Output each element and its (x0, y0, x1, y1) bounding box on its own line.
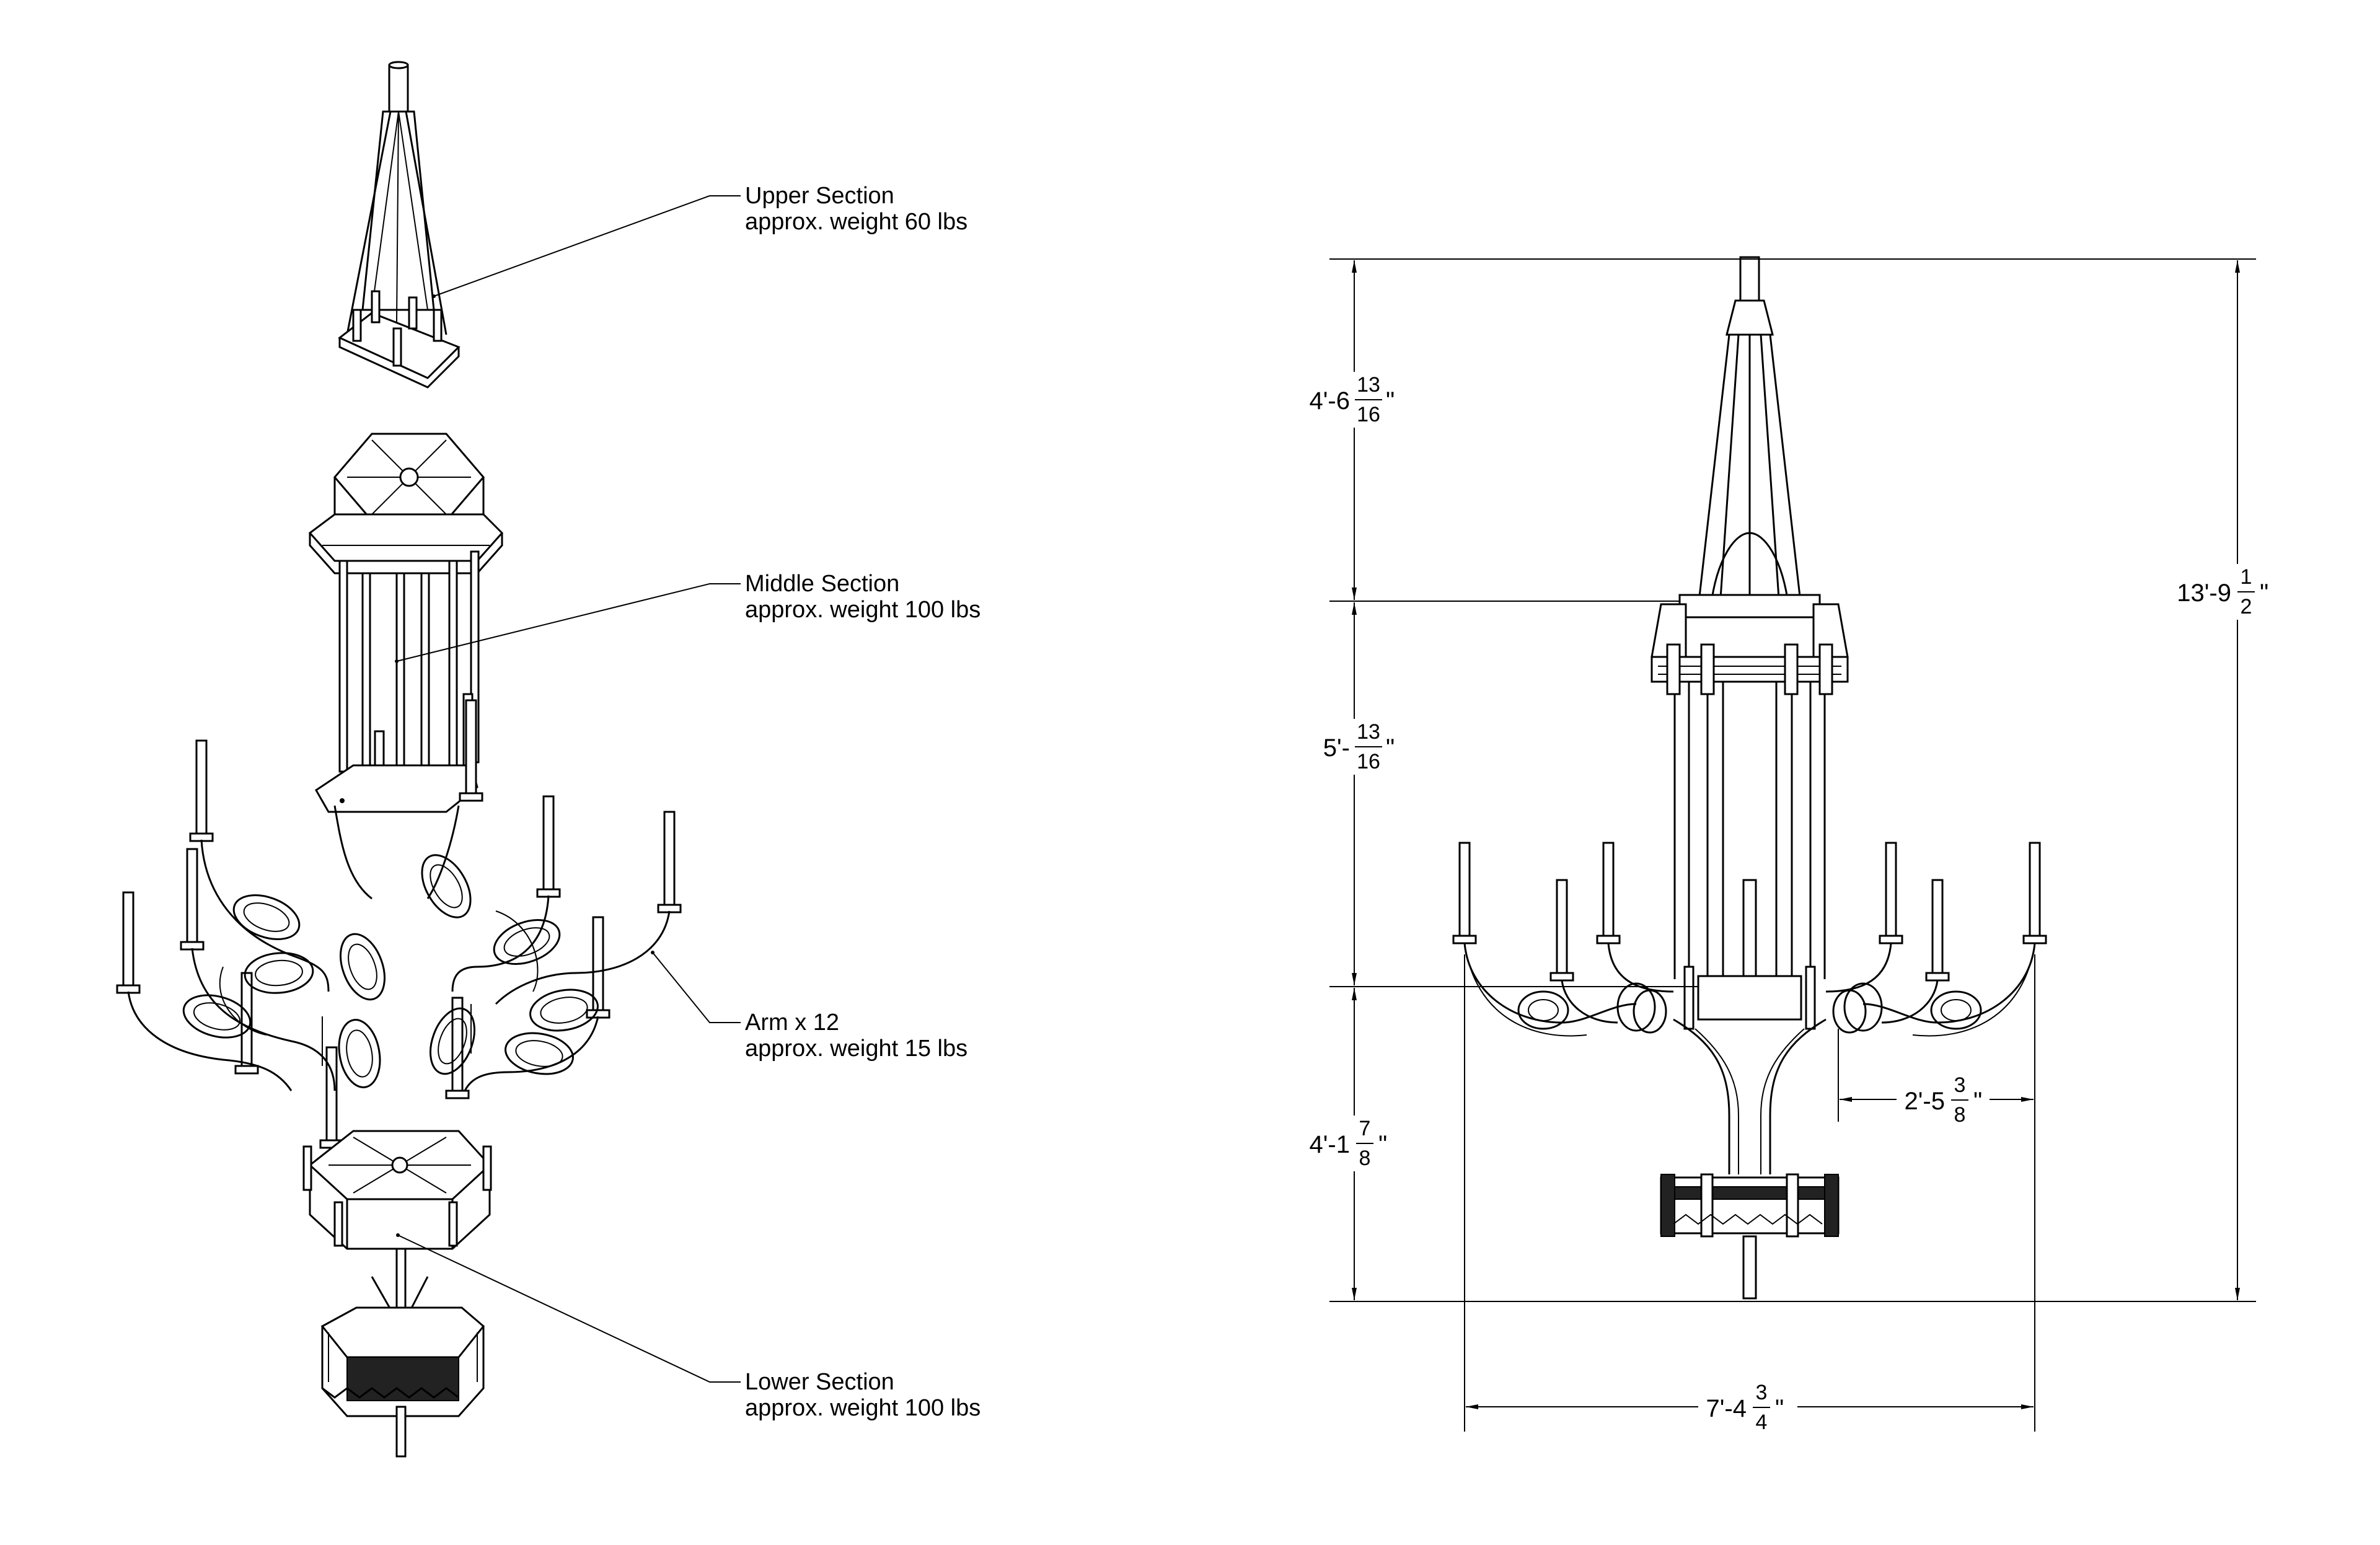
svg-text:4'-1: 4'-1 (1310, 1131, 1350, 1158)
svg-text:3: 3 (1756, 1381, 1768, 1404)
svg-text:7'-4: 7'-4 (1706, 1395, 1747, 1422)
dim-arm-reach: 2'-5 3 8 " (1897, 1073, 1990, 1128)
upper-section-drawing (338, 61, 461, 389)
svg-text:4'-6: 4'-6 (1310, 387, 1350, 415)
svg-text:16: 16 (1357, 403, 1380, 426)
svg-text:7: 7 (1359, 1117, 1371, 1140)
svg-text:2'-5: 2'-5 (1905, 1088, 1945, 1115)
callout-lower-section: Lower Section approx. weight 100 lbs (745, 1369, 981, 1421)
dim-total-width: 7'-4 3 4 " (1698, 1381, 1797, 1438)
arms-drawing (116, 699, 682, 1149)
svg-text:1: 1 (2241, 565, 2252, 589)
svg-text:2: 2 (2241, 595, 2252, 618)
svg-text:": " (2260, 579, 2268, 607)
middle-section-weight: approx. weight 100 lbs (745, 597, 981, 623)
svg-text:8: 8 (1359, 1147, 1371, 1170)
upper-section-weight: approx. weight 60 lbs (745, 209, 967, 235)
callout-arm: Arm x 12 approx. weight 15 lbs (745, 1010, 967, 1062)
svg-text:4: 4 (1756, 1411, 1768, 1434)
svg-text:": " (1973, 1088, 1982, 1115)
svg-text:": " (1386, 387, 1395, 415)
callout-upper-section: Upper Section approx. weight 60 lbs (745, 183, 967, 235)
middle-section-label: Middle Section (745, 571, 899, 597)
svg-text:13: 13 (1357, 720, 1380, 744)
svg-text:13'-9: 13'-9 (2177, 579, 2231, 607)
callout-leaders (396, 195, 741, 1383)
exploded-view: Upper Section approx. weight 60 lbs Midd… (116, 61, 981, 1458)
dim-middle-height: 5'- 13 16 " (1302, 719, 1413, 775)
lower-section-weight: approx. weight 100 lbs (745, 1395, 981, 1421)
dim-lower-height: 4'-1 7 8 " (1302, 1116, 1413, 1171)
dim-upper-height: 4'-6 13 16 " (1289, 372, 1413, 428)
middle-section-drawing (308, 433, 504, 813)
callout-middle-section: Middle Section approx. weight 100 lbs (745, 571, 981, 623)
svg-text:13: 13 (1357, 373, 1380, 397)
svg-text:": " (1775, 1395, 1784, 1422)
upper-section-label: Upper Section (745, 183, 894, 209)
svg-text:8: 8 (1954, 1103, 1966, 1127)
arm-weight: approx. weight 15 lbs (745, 1036, 967, 1062)
arm-label: Arm x 12 (745, 1010, 839, 1036)
svg-text:": " (1386, 734, 1395, 762)
elevation-view: 4'-6 13 16 " 5'- 13 16 " 4'-1 7 8 " 13'-… (1289, 256, 2293, 1438)
lower-section-drawing (302, 1130, 492, 1458)
svg-text:16: 16 (1357, 750, 1380, 773)
dim-total-height: 13'-9 1 2 " (2177, 564, 2293, 620)
svg-text:3: 3 (1954, 1073, 1966, 1097)
svg-text:": " (1378, 1131, 1387, 1158)
lower-section-label: Lower Section (745, 1369, 894, 1395)
svg-text:5'-: 5'- (1323, 734, 1350, 762)
